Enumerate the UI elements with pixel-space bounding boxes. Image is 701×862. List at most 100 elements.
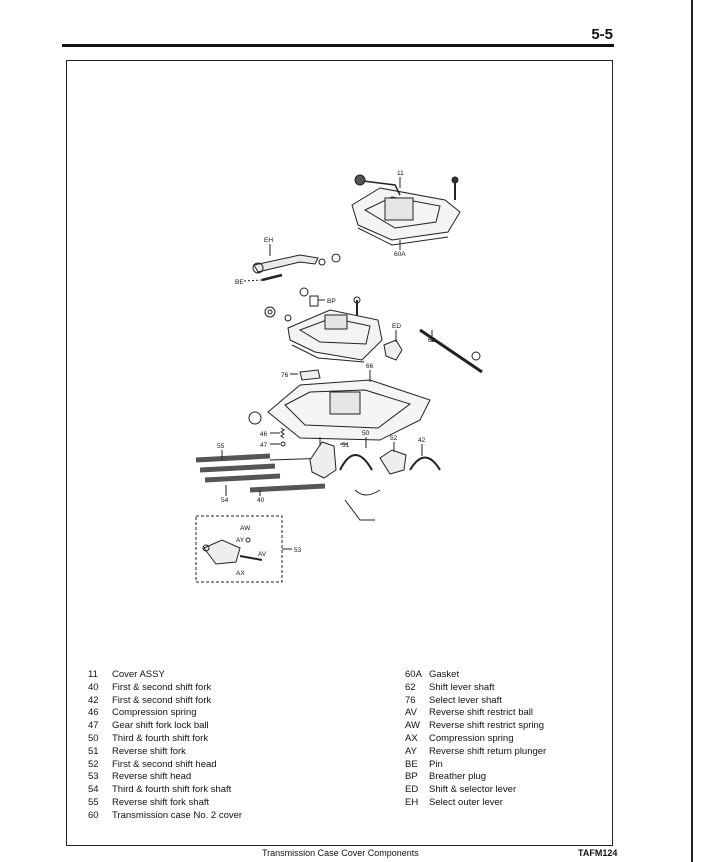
legend-item: EH Select outer lever — [405, 797, 546, 810]
callout-aw: AW — [240, 525, 251, 532]
legend-item: 46 Compression spring — [88, 707, 242, 720]
shift-forks-part — [309, 441, 441, 521]
legend-item-number: AW — [405, 720, 420, 732]
legend-item: 50 Third & fourth shift fork — [88, 733, 242, 746]
callout-42: 42 — [418, 437, 426, 444]
legend-item-label: Compression spring — [429, 732, 514, 744]
shift-fork-shafts-part — [195, 453, 331, 493]
legend-item-label: Pin — [429, 758, 443, 770]
legend-item: 76 Select lever shaft — [405, 695, 546, 708]
figure-caption: Transmission Case Cover Components — [262, 848, 419, 858]
legend-item-label: Reverse shift fork shaft — [112, 796, 210, 808]
callout-76: 76 — [281, 372, 289, 379]
legend-item-number: AV — [405, 707, 417, 719]
legend-item: 40 First & second shift fork — [88, 682, 242, 695]
callout-51: 51 — [342, 442, 350, 449]
legend-item-number: BE — [405, 758, 418, 770]
legend-item-number: 60A — [405, 669, 422, 680]
legend-item: AW Reverse shift restrict spring — [405, 720, 546, 733]
legend-item-number: 47 — [88, 720, 99, 732]
callout-11: 11 — [397, 170, 404, 177]
legend-item-label: Gear shift fork lock ball — [112, 720, 209, 732]
legend-item-number: 54 — [88, 784, 99, 796]
callout-52: 52 — [390, 435, 398, 442]
legend-item-number: AX — [405, 732, 418, 744]
legend-item-number: ED — [405, 784, 419, 796]
callout-ay: AY — [236, 537, 245, 544]
callout-62: 62 — [428, 337, 436, 344]
header-rule — [62, 44, 614, 47]
legend-item: BE Pin — [405, 759, 546, 772]
case-no2-cover-part — [287, 309, 383, 363]
callout-eh: EH — [264, 237, 273, 244]
figure-code: TAFM124 — [578, 848, 618, 858]
cover-assy-part — [351, 174, 461, 246]
legend-item: 47 Gear shift fork lock ball — [88, 720, 242, 733]
callout-60a: 60A — [394, 251, 406, 258]
page-edge-rule — [691, 0, 693, 862]
legend-item-number: 50 — [88, 732, 99, 744]
legend-item-label: Select outer lever — [429, 796, 503, 808]
legend-item-label: Third & fourth shift fork shaft — [112, 784, 232, 796]
legend-item: 52 First & second shift head — [88, 759, 242, 772]
legend-item-label: Compression spring — [112, 707, 197, 719]
callout-ax: AX — [236, 570, 245, 577]
legend-item-number: 46 — [88, 707, 99, 719]
legend-item-label: Select lever shaft — [429, 694, 502, 706]
legend-item-number: AY — [405, 745, 417, 757]
legend-item-label: Reverse shift fork — [112, 745, 186, 757]
legend-item-number: 11 — [88, 669, 98, 680]
legend-item-label: Transmission case No. 2 cover — [112, 809, 243, 821]
legend-item-number: 42 — [88, 694, 99, 706]
legend-item: 51 Reverse shift fork — [88, 746, 242, 759]
select-outer-lever-part — [252, 253, 341, 282]
legend-item: 54 Third & fourth shift fork shaft — [88, 784, 242, 797]
callout-66: 66 — [366, 363, 374, 370]
legend-item-label: Shift & selector lever — [429, 784, 517, 796]
legend-item-number: EH — [405, 796, 419, 808]
legend-item-number: 40 — [88, 681, 99, 693]
callout-55: 55 — [217, 443, 225, 450]
callout-ed: ED — [392, 323, 401, 330]
legend-item: AX Compression spring — [405, 733, 546, 746]
legend-item-label: Shift lever shaft — [429, 681, 495, 693]
callout-be: BE — [235, 279, 244, 286]
legend-item: 11 Cover ASSY — [88, 669, 242, 682]
legend-item-label: First & second shift fork — [112, 694, 212, 706]
legend-item: AV Reverse shift restrict ball — [405, 707, 546, 720]
legend-item-number: 76 — [405, 694, 416, 706]
callout-47: 47 — [260, 442, 268, 449]
legend-item-number: 51 — [88, 745, 99, 757]
legend-item: 42 First & second shift fork — [88, 695, 242, 708]
legend-item: 60A Gasket — [405, 669, 546, 682]
legend-item-label: Reverse shift restrict spring — [429, 720, 545, 732]
legend-item-label: First & second shift head — [112, 758, 217, 770]
legend-item-label: Reverse shift head — [112, 771, 192, 783]
legend-item-number: 55 — [88, 796, 99, 808]
callout-54: 54 — [221, 497, 229, 504]
callout-50: 50 — [362, 430, 370, 437]
page-number: 5-5 — [591, 26, 613, 43]
callout-av: AV — [258, 551, 267, 558]
legend-item-number: 52 — [88, 758, 99, 770]
legend-item-label: Reverse shift restrict ball — [429, 707, 534, 719]
legend-item-label: Gasket — [429, 669, 460, 680]
callout-46: 46 — [260, 431, 268, 438]
figure-frame — [66, 60, 613, 846]
reverse-shift-head-part — [202, 537, 263, 565]
callout-40: 40 — [257, 497, 265, 504]
callout-53: 53 — [294, 547, 302, 554]
legend-item-label: First & second shift fork — [112, 681, 212, 693]
legend-item-label: Cover ASSY — [112, 669, 165, 680]
callout-bp: BP — [327, 298, 336, 305]
transmission-case-part — [248, 379, 431, 441]
legend-item-label: Third & fourth shift fork — [112, 732, 209, 744]
